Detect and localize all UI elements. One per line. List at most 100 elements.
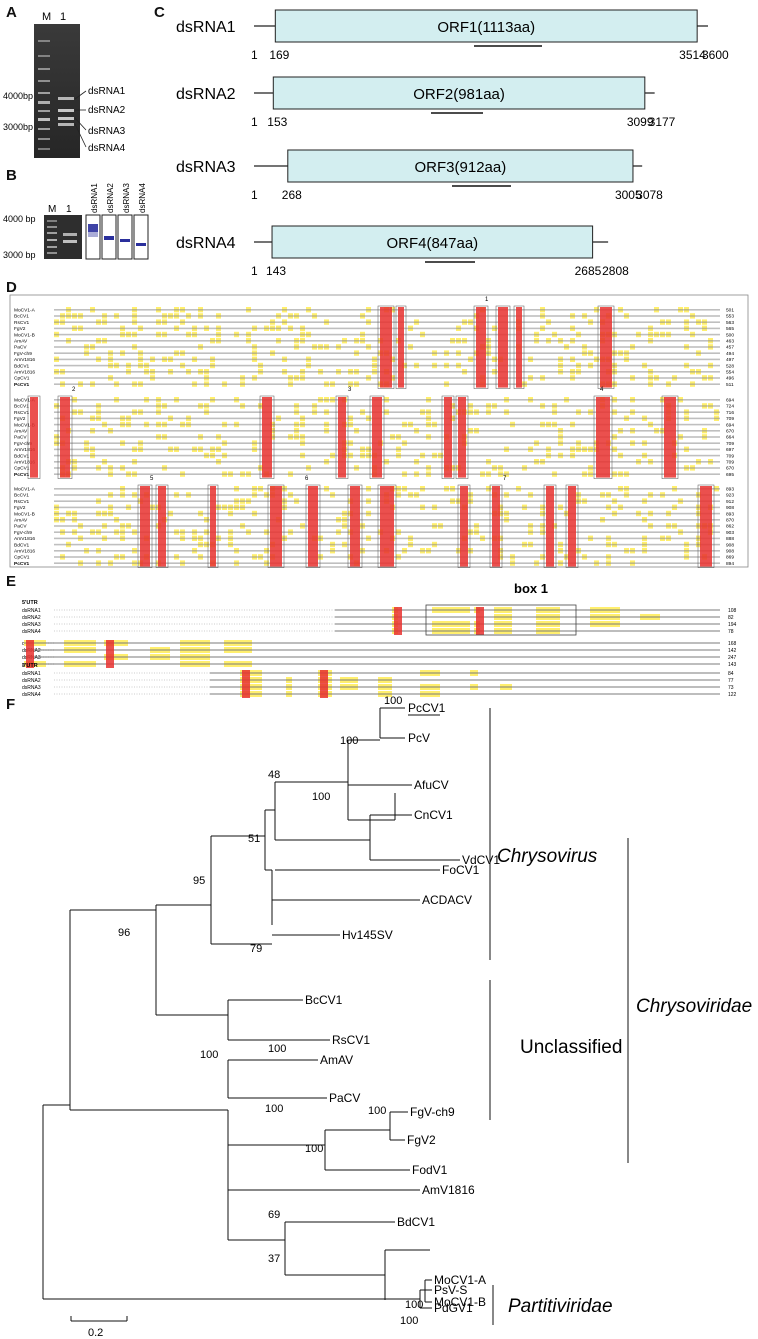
motif-box <box>137 484 153 568</box>
genome-name: dsRNA1 <box>176 19 236 36</box>
leaf-bccv1: BcCV1 <box>305 993 343 1007</box>
utr-seq-label: dsRNA2 <box>22 615 41 621</box>
utr-end-position: 78 <box>728 629 734 635</box>
utr3-label: 3'UTR <box>22 663 38 669</box>
alignment-taxon-label: RsCV1 <box>14 320 30 326</box>
alignment-end-position: 494 <box>726 351 734 357</box>
leaf-bdcv1: BdCV1 <box>397 1215 435 1229</box>
alignment-end-position: 908 <box>726 542 734 548</box>
utr-residues <box>24 656 720 658</box>
gel-a-marker-4000: 4000bp <box>3 91 33 101</box>
group-label-partitiviridae: Partitiviridae <box>508 1296 613 1317</box>
identical-column <box>444 397 452 478</box>
alignment-taxon-label: FgV-ch9 <box>14 530 32 536</box>
leaf-psv-s: PsV-S <box>434 1283 467 1297</box>
utr-residues <box>210 672 720 674</box>
coord-orf-end: 3005 <box>615 188 642 202</box>
alignment-taxon-label: BdCV1 <box>14 542 30 548</box>
alignment-taxon-label: BcCV1 <box>14 493 29 499</box>
utr-seq-label: dsRNA3 <box>22 622 41 628</box>
alignment-end-position: 463 <box>726 339 734 345</box>
alignment-taxon-label: MoCV1-A <box>14 398 36 404</box>
leaf-fgv-ch9: FgV-ch9 <box>410 1105 455 1119</box>
alignment-end-position: 664 <box>726 435 734 441</box>
motif-number: 5 <box>150 476 154 482</box>
motif-number: 4 <box>600 387 604 393</box>
utr-end-position: 82 <box>728 615 734 621</box>
utr-seq-label: dsRNA1 <box>22 671 41 677</box>
gel-panel-a: M 1 4000bp 3000bp dsRNA1 dsRNA2 dsRNA3 d… <box>3 11 126 158</box>
utr-residues <box>335 623 720 625</box>
identical-column <box>106 640 114 668</box>
alignment-end-position: 511 <box>726 382 734 388</box>
identical-column <box>568 486 576 567</box>
gel-a-lane-m: M <box>42 11 51 23</box>
blot-label-dsrna4: dsRNA4 <box>138 183 147 213</box>
identical-column <box>242 670 250 698</box>
orf-box <box>287 149 634 183</box>
alignment-taxon-label: RsCV1 <box>14 410 30 416</box>
gel-b-lane-m: M <box>48 204 56 215</box>
alignment-taxon-label: CpCV1 <box>14 466 30 472</box>
group-label-unclassified: Unclassified <box>520 1037 622 1058</box>
alignment-end-position: 670 <box>726 429 734 435</box>
utr-seq-label: dsRNA2 <box>22 678 41 684</box>
blot-signals <box>88 224 146 246</box>
motif-box <box>489 484 503 568</box>
scale-bar-label: 0.2 <box>88 1327 103 1339</box>
coord-start: 1 <box>251 188 258 202</box>
alignment-taxon-label: MoCV1-B <box>14 332 35 338</box>
utr-end-position: 122 <box>728 692 737 698</box>
identical-column <box>476 607 484 635</box>
identical-column <box>350 486 360 567</box>
leaf-hv145sv: Hv145SV <box>342 928 393 942</box>
bootstrap-value: 100 <box>200 1049 218 1061</box>
motif-box <box>473 305 489 389</box>
utr-seq-label: dsRNA3 <box>22 685 41 691</box>
alignment-taxon-label: FgV-ch9 <box>14 351 32 357</box>
sequence-residues <box>54 405 720 407</box>
motif-box <box>335 395 349 479</box>
gel-a-band-dsrna4: dsRNA4 <box>88 143 126 154</box>
leaf-mocv1-b: MoCV1-B <box>434 1295 486 1309</box>
sequence-residues <box>54 423 720 426</box>
alignment-end-position: 709 <box>726 416 734 422</box>
alignment-end-position: 496 <box>726 376 734 382</box>
tree-bootstraps: 100 100 100 48 51 79 95 96 100 100 100 1… <box>118 695 423 1327</box>
alignment-taxon-label: PaCV <box>14 345 27 351</box>
leaf-vdcv1: VdCV1 <box>462 853 500 867</box>
coord-end: 3600 <box>702 48 729 62</box>
blot-label-dsrna2: dsRNA2 <box>106 183 115 213</box>
motif-box <box>347 484 363 568</box>
coord-end: 3177 <box>649 115 676 129</box>
scale-bar <box>70 1316 128 1322</box>
utr-end-position: 84 <box>728 671 734 677</box>
genome-name: dsRNA4 <box>176 235 236 252</box>
alignment-taxon-label: FgV2 <box>14 416 26 422</box>
identical-column <box>372 397 382 478</box>
alignment-taxon-label: CpCV1 <box>14 555 30 561</box>
alignment-end-position: 923 <box>726 493 734 499</box>
utr-residues <box>335 616 720 618</box>
motif-box <box>593 395 613 479</box>
identical-column <box>664 397 676 478</box>
utr-residues <box>24 663 720 665</box>
gel-a-band-dsrna1: dsRNA1 <box>88 86 126 97</box>
utr-block: dsRNA1168dsRNA2142dsRNA3247dsRNA4143 <box>22 640 737 668</box>
motif-box <box>207 484 219 568</box>
genome-name: dsRNA2 <box>176 86 236 103</box>
alignment-end-position: 694 <box>726 422 734 428</box>
gel-a-pointers <box>74 90 87 148</box>
alignment-end-position: 893 <box>726 487 734 493</box>
alignment-taxon-label: MoCV1-A <box>14 308 36 314</box>
alignment-end-position: 694 <box>726 398 734 404</box>
sequence-residues <box>54 442 720 444</box>
coord-start: 1 <box>251 115 258 129</box>
identical-column <box>26 640 34 668</box>
alignment-taxon-label: AmV1816 <box>14 549 35 555</box>
alignment-taxon-label: CpCV1 <box>14 376 30 382</box>
